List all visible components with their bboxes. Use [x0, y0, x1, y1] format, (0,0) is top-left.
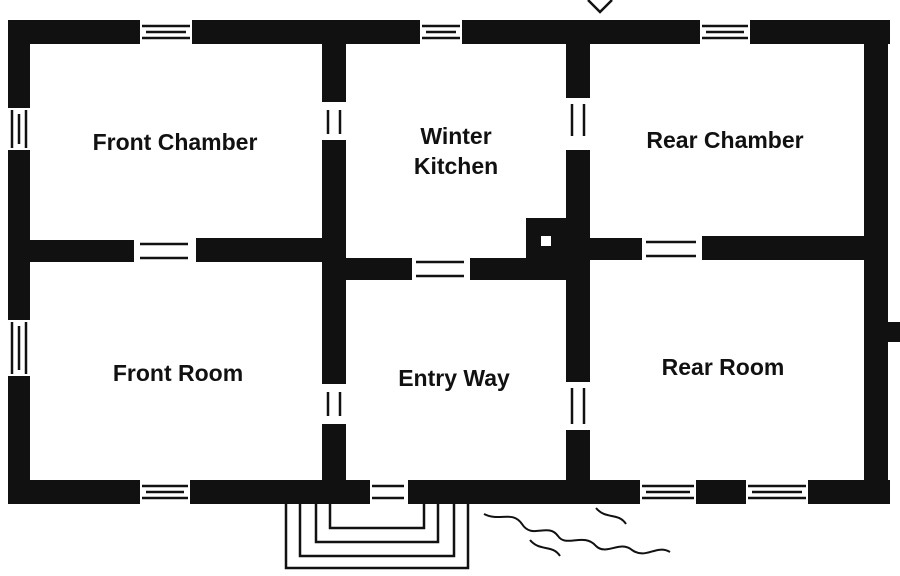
label-winter-kitchen-line1: Winter: [420, 123, 491, 149]
window-bottom-2: [642, 484, 694, 500]
door-entry-rear-room: [570, 388, 586, 424]
door-kitchen-entry: [416, 260, 464, 278]
door-front-chamber-kitchen: [326, 110, 342, 134]
wall-left-bottom: [8, 376, 30, 504]
right-edge-fragment: [888, 322, 900, 342]
door-kitchen-rear-chamber: [570, 104, 586, 136]
label-rear-room: Rear Room: [662, 354, 785, 380]
foliage-sketch: [483, 507, 671, 557]
wall-bottom-mid: [408, 480, 640, 504]
door-rear-chamber-rear-room: [646, 240, 696, 258]
window-left-1: [10, 110, 28, 148]
wall-top-mid: [462, 20, 700, 44]
wall-right: [864, 20, 888, 504]
wall-mid-center-b: [470, 258, 526, 280]
window-left-2: [10, 322, 28, 374]
wall-right-interior-top: [566, 44, 590, 98]
label-front-room: Front Room: [113, 360, 243, 386]
door-front-chamber-front-room: [140, 242, 188, 260]
front-door: [372, 484, 404, 500]
window-top-1: [142, 24, 190, 40]
wall-right-interior-bottom: [566, 430, 590, 484]
window-bottom-3: [748, 484, 806, 500]
label-rear-chamber: Rear Chamber: [646, 127, 803, 153]
front-steps: [284, 504, 470, 570]
wall-left-interior-mid: [322, 140, 346, 384]
window-bottom-1: [142, 484, 188, 500]
doorways: [140, 104, 696, 500]
wall-mid-left-b: [196, 238, 322, 262]
wall-left-interior-top: [322, 44, 346, 102]
room-labels: Front Chamber Winter Kitchen Rear Chambe…: [93, 123, 804, 391]
wall-mid-center-a: [346, 258, 412, 280]
window-top-3: [702, 24, 748, 40]
chimney: [526, 218, 568, 280]
outer-walls: [8, 20, 890, 504]
label-entry-way: Entry Way: [398, 365, 510, 391]
wall-top-mid-left: [192, 20, 420, 44]
wall-left-top: [8, 20, 30, 108]
window-top-2: [422, 24, 460, 40]
wall-mid-right-a: [590, 238, 642, 260]
windows: [10, 24, 806, 500]
wall-right-interior-mid: [566, 150, 590, 382]
label-winter-kitchen-line2: Kitchen: [414, 153, 498, 179]
wall-bottom-mid-right: [696, 480, 746, 504]
wall-left-interior-bottom: [322, 424, 346, 484]
chimney-flue: [541, 236, 551, 246]
wall-mid-left-a: [30, 240, 134, 262]
door-front-room-entry: [326, 392, 342, 416]
wall-left-mid: [8, 150, 30, 320]
label-front-chamber: Front Chamber: [93, 129, 258, 155]
roof-ornament: [587, 0, 613, 14]
wall-mid-right-b: [702, 236, 864, 260]
interior-walls: [30, 44, 864, 484]
